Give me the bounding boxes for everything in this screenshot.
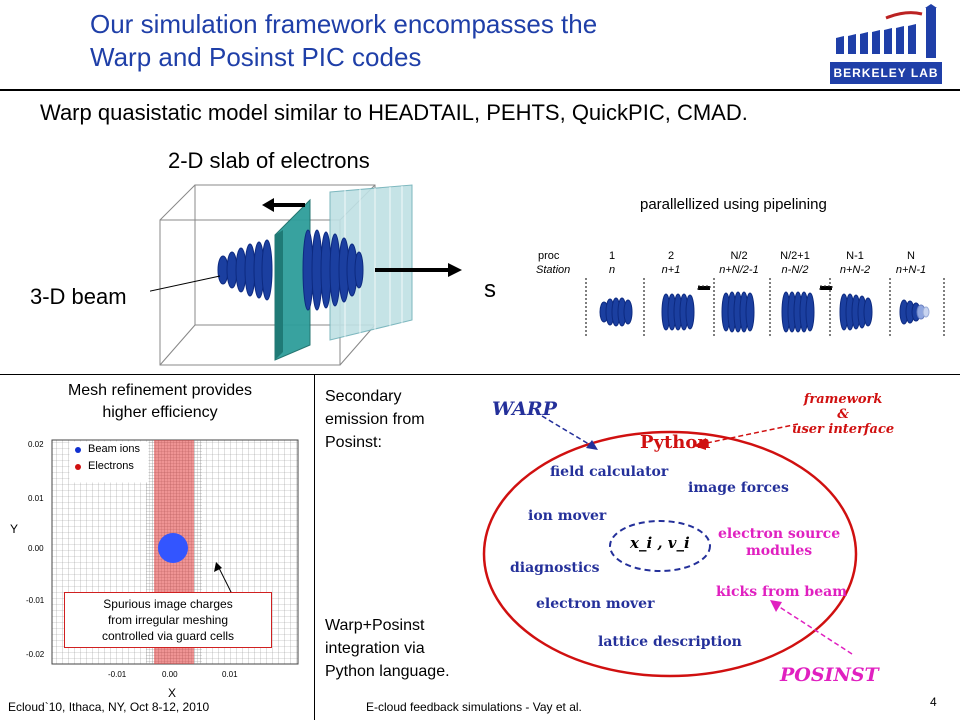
legend-electrons: Electrons: [88, 460, 134, 472]
beam-slab-diagram: [150, 184, 462, 366]
legend-beam-ions: Beam ions: [88, 443, 140, 455]
pipeline-beam-slices: [585, 278, 945, 338]
secondary-line-1: Secondary: [325, 388, 402, 405]
integration-line-1: Warp+Posinst: [325, 617, 425, 634]
framework-label: framework & user interface: [792, 392, 894, 437]
pipeline-proc-3: N/2: [730, 250, 748, 262]
subtitle: Warp quasistatic model similar to HEADTA…: [40, 100, 748, 125]
pipeline-station-4: n-N/2: [781, 264, 809, 276]
header-divider: [0, 89, 960, 91]
integration-text: Warp+Posinst integration via Python lang…: [325, 614, 450, 683]
page-title: Our simulation framework encompasses the…: [90, 8, 750, 74]
mesh-ytick-1: 0.02: [28, 440, 44, 449]
mesh-y-label: Y: [10, 522, 19, 536]
mesh-note-line-1: Spurious image charges: [103, 597, 233, 611]
footer-left: Ecloud`10, Ithaca, NY, Oct 8-12, 2010: [8, 700, 210, 714]
mesh-ytick-5: -0.02: [26, 650, 45, 659]
mesh-caption-line-2: higher efficiency: [102, 404, 218, 421]
image-forces-label: image forces: [688, 480, 789, 496]
warp-posinst-diagram: WARP framework & user interface Python f…: [480, 384, 955, 700]
pipeline-proc-4: N/2+1: [780, 250, 810, 262]
mesh-ytick-4: -0.01: [26, 596, 45, 605]
secondary-line-3: Posinst:: [325, 434, 382, 451]
pipeline-proc-1: 1: [608, 250, 616, 262]
python-label: Python: [640, 432, 711, 453]
title-line-1: Our simulation framework encompasses the: [90, 9, 598, 39]
integration-line-2: integration via: [325, 640, 425, 657]
pipeline-station-2: n+1: [661, 264, 681, 276]
mesh-plot: Beam ions Electrons Y X 0.02 0.01 0.00 -…: [8, 430, 308, 700]
mesh-xtick-3: 0.01: [222, 670, 238, 679]
title-line-2: Warp and Posinst PIC codes: [90, 42, 422, 72]
pipeline-station-3: n+N/2-1: [719, 264, 759, 276]
warp-label: WARP: [492, 398, 557, 420]
framework-line-2: &: [837, 407, 849, 422]
beam-label: 3-D beam: [30, 284, 127, 309]
lattice-label: lattice description: [598, 634, 742, 650]
logo-graphic-icon: [830, 4, 942, 84]
diagram-graphic: [482, 415, 858, 678]
ion-mover-label: ion mover: [528, 508, 607, 524]
column-divider: [314, 375, 315, 720]
mesh-caption-line-1: Mesh refinement provides: [67, 382, 253, 399]
xv-label: x_i , v_i: [630, 534, 690, 552]
electron-source-line-1: electron source: [718, 526, 841, 542]
pipeline-proc-5: N-1: [846, 250, 864, 262]
pipeline-station-5: n+N-2: [839, 264, 871, 276]
logo-text: BERKELEY LAB: [833, 66, 939, 80]
mesh-ytick-2: 0.01: [28, 494, 44, 503]
integration-line-3: Python language.: [325, 663, 450, 680]
secondary-emission-text: Secondary emission from Posinst:: [325, 385, 425, 454]
framework-line-3: user interface: [792, 422, 895, 437]
berkeley-lab-logo: BERKELEY LAB: [826, 4, 954, 88]
electron-mover-label: electron mover: [536, 596, 655, 612]
posinst-label: POSINST: [780, 664, 879, 686]
mesh-ytick-3: 0.00: [28, 544, 44, 553]
mesh-xtick-1: -0.01: [108, 670, 127, 679]
field-calculator-label: field calculator: [550, 464, 669, 480]
framework-line-1: framework: [803, 392, 883, 407]
mesh-plot-graphic: [51, 439, 299, 665]
electron-source-label: electron source modules: [718, 526, 840, 560]
section-divider: [0, 374, 960, 375]
page-number: 4: [930, 695, 937, 709]
mesh-note-line-2: from irregular meshing: [107, 613, 229, 627]
kicks-label: kicks from beam: [716, 584, 848, 600]
pipeline-proc-6: N: [907, 250, 915, 262]
pipeline-proc-label: proc: [538, 250, 560, 262]
pipeline-diagram: proc Station 1 n 2 n+1 N/2 n+N/2-1 N/2+1…: [530, 250, 950, 350]
s-axis-label: s: [484, 276, 496, 303]
mesh-xtick-2: 0.00: [162, 670, 178, 679]
secondary-line-2: emission from: [325, 411, 425, 428]
electron-source-line-2: modules: [745, 543, 813, 559]
pipeline-station-6: n+N-1: [895, 264, 927, 276]
mesh-x-label: X: [168, 686, 177, 700]
pipeline-station-1: n: [608, 264, 616, 276]
pipeline-title: parallellized using pipelining: [640, 196, 827, 213]
diagnostics-label: diagnostics: [510, 560, 600, 576]
mesh-note-line-3: controlled via guard cells: [101, 629, 235, 643]
footer-center: E-cloud feedback simulations - Vay et al…: [366, 700, 582, 714]
mesh-note: Spurious image charges from irregular me…: [64, 592, 272, 648]
mesh-caption: Mesh refinement provides higher efficien…: [20, 380, 300, 424]
pipeline-proc-2: 2: [667, 250, 675, 262]
pipeline-station-label: Station: [536, 264, 571, 276]
slab-label: 2-D slab of electrons: [168, 148, 370, 173]
